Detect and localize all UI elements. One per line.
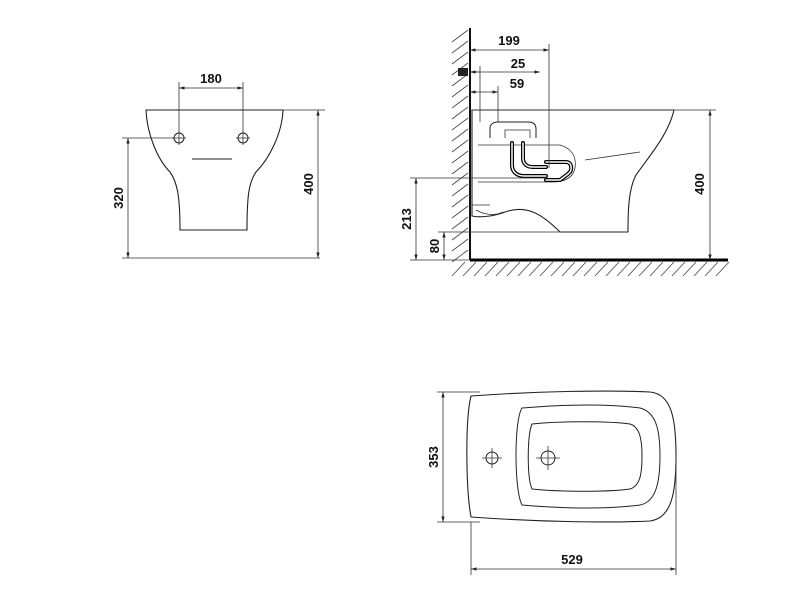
wall-hatch-line [451,40,469,54]
floor-hatch-line [704,261,719,277]
wall-hatch-line [451,238,469,252]
side-view-bidet-outline [471,109,675,233]
dimension-400-side: 400 [674,109,716,260]
dimension-59-label: 59 [510,76,524,91]
floor-hatch-line [539,261,554,277]
top-view-tap-hole [482,448,502,468]
dimension-59: 59 [470,76,524,122]
wall-hatch-line [451,51,469,65]
wall-hatch-line [451,29,469,43]
dimension-400-side-label: 400 [692,173,707,195]
top-view: 353 529 [426,390,677,575]
wall-hatch-line [451,216,469,230]
wall-hatch-line [451,183,469,197]
dimension-199-label: 199 [498,33,520,48]
floor-hatch-line [550,261,565,277]
floor-hatch-line [451,261,466,277]
dimension-529-label: 529 [561,552,583,567]
side-view-drain-pipe [510,141,574,182]
dimension-213: 213 [399,177,546,261]
front-tap-hole-right [236,131,250,145]
wall-hatch-line [451,172,469,186]
dimension-320: 320 [111,137,320,259]
floor-hatch-line [693,261,708,277]
floor-hatch-line [594,261,609,277]
floor-hatching [451,261,730,277]
dimension-320-label: 320 [111,187,126,209]
wall-hatch-line [451,128,469,142]
floor-hatch-line [671,261,686,277]
wall-hatch-line [451,194,469,208]
wall-hatch-line [451,117,469,131]
floor-hatch-line [561,261,576,277]
dimension-353-label: 353 [426,446,441,468]
wall-hatch-line [451,227,469,241]
floor-hatch-line [649,261,664,277]
dimension-400-front: 400 [283,109,325,258]
wall-hatch-line [451,161,469,175]
dimension-180-label: 180 [200,71,222,86]
side-view: 199 25 59 400 213 [399,28,730,277]
floor-hatch-line [616,261,631,277]
floor-hatch-line [462,261,477,277]
floor-hatch-line [528,261,543,277]
floor-hatch-line [682,261,697,277]
dimension-25: 25 [458,56,540,122]
floor-hatch-line [715,261,730,277]
floor-hatch-line [484,261,499,277]
floor-hatch-line [583,261,598,277]
wall-hatch-line [451,106,469,120]
floor-hatch-line [517,261,532,277]
floor-hatch-line [638,261,653,277]
top-view-rim [515,404,661,509]
dimension-180: 180 [178,71,244,132]
top-view-drain-hole [536,446,560,470]
side-view-tap-connection [489,121,537,138]
dimension-353: 353 [426,391,480,523]
floor-hatch-line [572,261,587,277]
wall-hatch-line [451,139,469,153]
dimension-199: 199 [470,33,550,168]
floor-hatch-line [473,261,488,277]
wall-hatch-line [451,205,469,219]
floor-hatch-line [627,261,642,277]
floor-hatch-line [605,261,620,277]
wall-hatch-line [451,150,469,164]
wall-hatching [451,29,469,263]
wall-hatch-line [451,84,469,98]
top-view-bowl [527,421,643,492]
dimension-400-front-label: 400 [301,173,316,195]
wall-hatch-line [451,95,469,109]
top-view-bidet-outline [466,390,677,523]
floor-hatch-line [660,261,675,277]
floor-hatch-line [506,261,521,277]
front-view-bidet-outline [145,109,284,231]
dimension-25-label: 25 [511,56,525,71]
dimension-213-label: 213 [399,208,414,230]
dimension-80-label: 80 [427,239,442,253]
dimension-529: 529 [470,456,677,575]
front-view: 180 320 400 [111,71,325,259]
floor-hatch-line [495,261,510,277]
dimension-80: 80 [427,231,560,260]
